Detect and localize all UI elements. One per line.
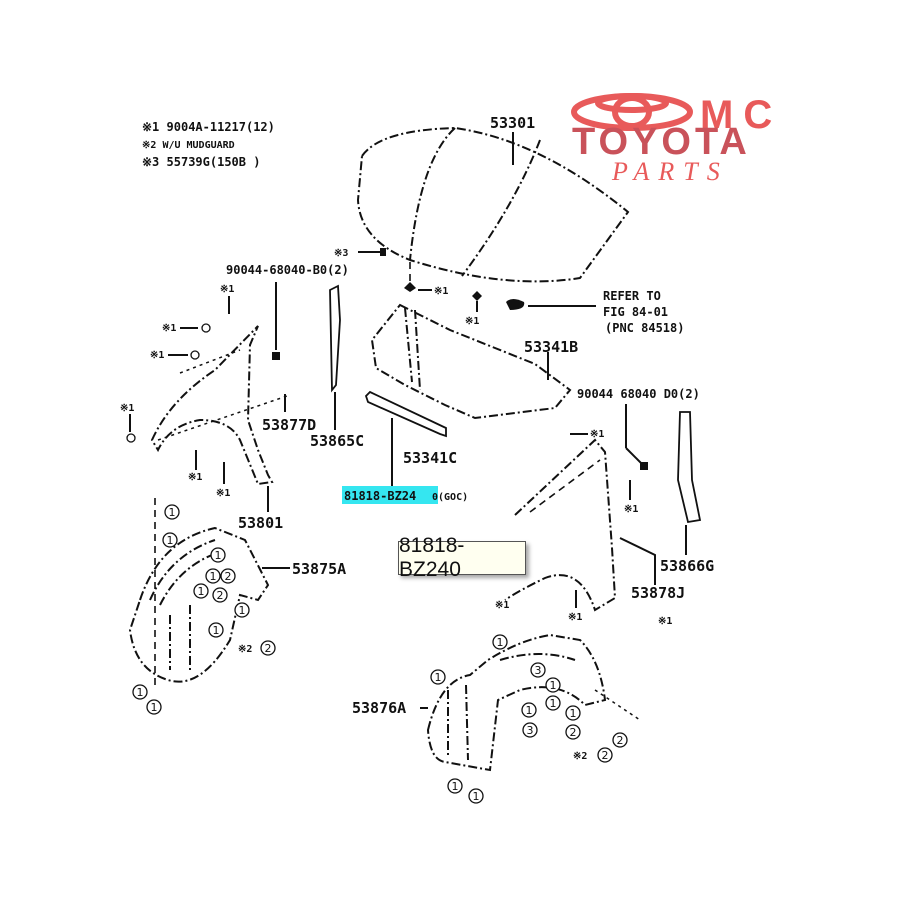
svg-text:2: 2	[570, 726, 577, 739]
svg-text:※3 55739G(150B ): ※3 55739G(150B )	[142, 155, 260, 169]
svg-text:※1: ※1	[120, 403, 134, 414]
svg-text:※1: ※1	[434, 286, 448, 297]
toyota-emblem-icon	[571, 93, 693, 131]
svg-text:FIG 84-01: FIG 84-01	[603, 305, 668, 319]
svg-text:1: 1	[526, 704, 533, 717]
svg-text:53341B: 53341B	[524, 338, 578, 356]
logo-toyota: TOYOTA	[572, 121, 751, 163]
logo-parts: PARTS	[611, 157, 729, 186]
legend: ※1 9004A-11217(12) ※2 W/U MUDGUARD ※3 55…	[142, 120, 275, 169]
part-number-tooltip: 81818-BZ240	[398, 534, 526, 581]
svg-text:※1: ※1	[568, 612, 582, 623]
svg-text:2: 2	[225, 570, 232, 583]
legend-item-3: 55739G(150B )	[167, 155, 261, 169]
svg-text:1: 1	[167, 534, 174, 547]
fender-right[interactable]: ※1 ※1	[504, 429, 638, 612]
logo-mc: MC	[700, 93, 782, 137]
toyota-logo: MC TOYOTA PARTS	[571, 93, 782, 186]
clip-3: ※3 ※1 ※1	[334, 248, 596, 327]
highlight-suffix: 0(GOC)	[432, 492, 468, 503]
left-fender-marks: ※1 ※1 ※1 ※1 ※1 ※1	[120, 284, 234, 499]
svg-text:3: 3	[527, 724, 534, 737]
svg-text:※1: ※1	[590, 429, 604, 440]
svg-text:※2 W/U MUDGUARD: ※2 W/U MUDGUARD	[142, 140, 235, 151]
svg-text:1: 1	[473, 790, 480, 803]
svg-text:90044 68040 D0(2): 90044 68040 D0(2)	[577, 387, 700, 401]
svg-text:90044-68040-B0(2): 90044-68040-B0(2)	[226, 263, 349, 277]
svg-text:53876A: 53876A	[352, 699, 406, 717]
fender-seal-left[interactable]: 53877D	[262, 394, 316, 434]
svg-text:※1: ※1	[220, 284, 234, 295]
svg-text:1: 1	[210, 570, 217, 583]
svg-text:1: 1	[570, 707, 577, 720]
tooltip-text: 81818-BZ240	[399, 534, 465, 581]
svg-text:53801: 53801	[238, 514, 283, 532]
svg-text:2: 2	[617, 734, 624, 747]
refer-note: REFER TO FIG 84-01 (PNC 84518)	[603, 289, 684, 335]
svg-text:※2: ※2	[573, 751, 587, 762]
hood-seal-53341b[interactable]: 53341B	[370, 303, 578, 420]
svg-text:※1: ※1	[658, 616, 672, 627]
label-53301[interactable]: 53301	[490, 114, 535, 132]
svg-text:※1: ※1	[465, 316, 479, 327]
svg-text:1: 1	[137, 686, 144, 699]
svg-text:1: 1	[213, 624, 220, 637]
svg-text:※1: ※1	[624, 504, 638, 515]
bolt-left[interactable]: 90044-68040-B0(2)	[226, 263, 349, 360]
svg-text:※1: ※1	[162, 323, 176, 334]
svg-text:1: 1	[169, 506, 176, 519]
fender-left[interactable]: 53801	[150, 325, 291, 532]
svg-text:53865C: 53865C	[310, 432, 364, 450]
hood-part[interactable]: 53301	[356, 114, 630, 283]
svg-text:1: 1	[239, 604, 246, 617]
svg-text:3: 3	[535, 664, 542, 677]
fender-bracket-left[interactable]: 53865C	[310, 284, 364, 450]
svg-text:REFER TO: REFER TO	[603, 289, 661, 303]
svg-text:1: 1	[198, 585, 205, 598]
highlight-text: 81818-BZ24	[344, 489, 416, 503]
svg-text:※1: ※1	[150, 350, 164, 361]
svg-text:※1: ※1	[216, 488, 230, 499]
svg-text:1: 1	[435, 671, 442, 684]
svg-text:※1 9004A-11217(12): ※1 9004A-11217(12)	[142, 120, 275, 134]
fender-bracket-right[interactable]: 53866G	[660, 411, 714, 575]
highlighted-part-number[interactable]: 81818-BZ24 0(GOC)	[342, 486, 468, 504]
svg-text:53341C: 53341C	[403, 449, 457, 467]
svg-text:1: 1	[452, 780, 459, 793]
liner-left-circles: 1 1 1 1 2 1 2 1 1 2 ※2 1 1	[132, 504, 276, 715]
svg-text:53866G: 53866G	[660, 557, 714, 575]
svg-text:1: 1	[550, 697, 557, 710]
svg-text:1: 1	[215, 549, 222, 562]
svg-text:(PNC 84518): (PNC 84518)	[605, 321, 684, 335]
svg-text:※3: ※3	[334, 248, 348, 259]
svg-text:2: 2	[265, 642, 272, 655]
svg-text:1: 1	[497, 636, 504, 649]
liner-right-circles: 1 1 3 1 1 1 1 3 2 2 2 ※2 1 1	[430, 634, 641, 804]
liner-right[interactable]: 53876A	[352, 633, 607, 772]
svg-text:53875A: 53875A	[292, 560, 346, 578]
svg-text:1: 1	[550, 679, 557, 692]
hood-seal-53341c[interactable]: 53341C	[364, 390, 457, 486]
svg-text:1: 1	[151, 701, 158, 714]
svg-text:2: 2	[217, 589, 224, 602]
svg-text:2: 2	[602, 749, 609, 762]
svg-text:※1: ※1	[495, 600, 509, 611]
svg-text:※2: ※2	[238, 644, 252, 655]
svg-text:53878J: 53878J	[631, 584, 685, 602]
svg-text:53877D: 53877D	[262, 416, 316, 434]
legend-item-2: W/U MUDGUARD	[162, 140, 234, 151]
legend-item-1: 9004A-11217(12)	[167, 120, 275, 134]
fender-seal-right[interactable]: 53878J ※1 ※1 ※1	[495, 537, 685, 627]
svg-text:※1: ※1	[188, 472, 202, 483]
bolt-right[interactable]: 90044 68040 D0(2)	[577, 387, 700, 470]
